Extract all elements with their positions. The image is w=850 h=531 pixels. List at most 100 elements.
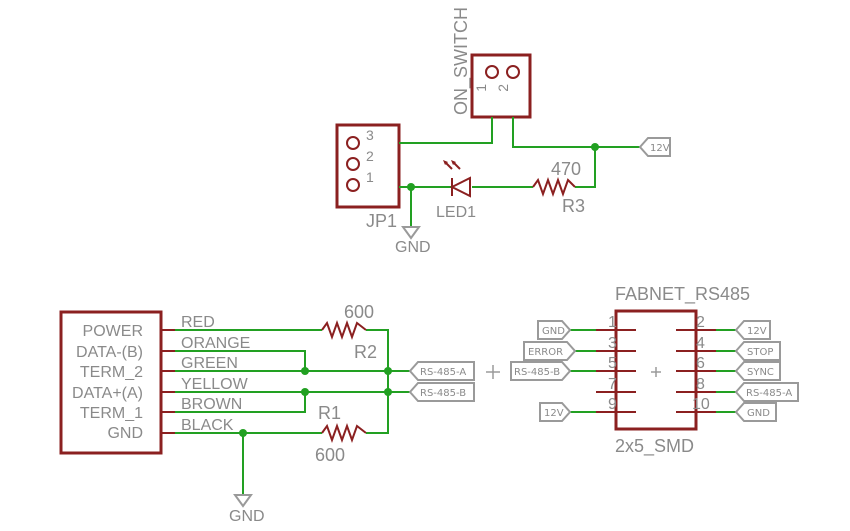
junction-rs485b — [384, 388, 392, 396]
header-pin-6: 6 — [696, 355, 705, 372]
junction-term1 — [301, 388, 309, 396]
terminal-block: POWER DATA-(B) TERM_2 DATA+(A) TERM_1 GN… — [59, 310, 175, 455]
on-switch-body — [470, 53, 532, 119]
r3-name: R3 — [562, 196, 585, 216]
flag-header-12v-right: 12V — [734, 320, 771, 340]
flag-header-gnd-left: GND — [537, 320, 572, 340]
header-pin-8: 8 — [696, 376, 705, 393]
terminal-pin-gnd: GND — [107, 425, 143, 442]
gnd-top-label: GND — [395, 239, 431, 256]
wire-brown — [175, 392, 306, 413]
jp1-pin-label-3: 3 — [366, 127, 374, 143]
header-pin-9: 9 — [608, 396, 617, 413]
jp1-pin-2 — [346, 157, 360, 171]
r2-value: 600 — [344, 302, 374, 322]
header-pin-5: 5 — [608, 355, 617, 372]
header-pin-10: 10 — [692, 396, 710, 413]
fabnet-header: FABNET_RS485 2x5_SMD 1 3 5 7 9 2 4 6 8 1… — [596, 284, 750, 457]
wire-label-orange: ORANGE — [181, 335, 250, 352]
r1: R1 600 — [315, 403, 367, 465]
flag-header-12v-left-label: 12V — [544, 408, 564, 419]
flag-header-rs485b-label: RS-485-B — [514, 367, 560, 378]
top-wires — [399, 117, 640, 227]
wire-jp1-pin3-to-switch — [399, 117, 493, 144]
jp1-name: JP1 — [366, 211, 397, 231]
wire-label-red: RED — [181, 314, 215, 331]
jp1-pin-1 — [346, 178, 360, 192]
junction-gnd-top — [407, 183, 415, 191]
junction-term2 — [301, 367, 309, 375]
header-pin-1: 1 — [608, 314, 617, 331]
flag-header-gnd-left-label: GND — [542, 326, 565, 337]
origin-cross — [486, 365, 500, 379]
flag-header-error: ERROR — [523, 341, 577, 361]
wire-label-black: BLACK — [181, 417, 234, 434]
header-pin-3: 3 — [608, 335, 617, 352]
jp1-body — [335, 123, 401, 209]
flag-rs485a-mid-label: RS-485-A — [420, 367, 466, 378]
r2: 600 R2 — [321, 302, 377, 362]
flag-header-rs485a: RS-485-A — [734, 382, 799, 402]
flag-header-rs485a-label: RS-485-A — [746, 388, 792, 399]
led1: LED1 — [436, 160, 476, 221]
jp1-pin-label-2: 2 — [366, 148, 374, 164]
header-wires — [570, 329, 736, 413]
gnd-symbol-top: GND — [395, 226, 431, 256]
wire-label-green: GREEN — [181, 355, 238, 372]
flag-header-sync: SYNC — [734, 361, 781, 381]
header-value: 2x5_SMD — [615, 436, 694, 457]
on-switch-pin-label-1: 1 — [473, 84, 489, 92]
junction-gnd-bottom — [239, 429, 247, 437]
flag-12v-top-label: 12V — [650, 143, 670, 154]
jp1-pin-label-1: 1 — [366, 169, 374, 185]
flag-12v-top: 12V — [638, 137, 671, 157]
wire-label-yellow: YELLOW — [181, 376, 249, 393]
r3: 470 R3 — [532, 159, 585, 216]
terminal-pin-data-a: DATA+(A) — [72, 385, 143, 402]
flag-rs485b-mid-label: RS-485-B — [420, 388, 466, 399]
r1-name: R1 — [318, 403, 341, 423]
terminal-pin-data-b: DATA-(B) — [76, 344, 143, 361]
flag-header-error-label: ERROR — [528, 347, 563, 358]
junction-12v — [591, 143, 599, 151]
on-switch-pin-label-2: 2 — [495, 84, 511, 92]
flag-header-sync-label: SYNC — [747, 367, 774, 378]
wire-orange — [175, 350, 306, 371]
terminal-body — [59, 310, 163, 455]
header-pin-4: 4 — [696, 335, 705, 352]
flag-rs485b-mid: RS-485-B — [408, 382, 475, 402]
on-switch-pin-1 — [485, 65, 499, 79]
r2-name: R2 — [354, 342, 377, 362]
on-switch-pin-2 — [506, 65, 520, 79]
flag-header-rs485b: RS-485-B — [510, 361, 572, 381]
terminal-pin-power: POWER — [83, 323, 143, 340]
flag-header-stop: STOP — [734, 341, 781, 361]
flag-header-gnd-right: GND — [734, 402, 777, 422]
terminal-wires — [175, 329, 410, 495]
wire-label-brown: BROWN — [181, 396, 242, 413]
header-pin-2: 2 — [696, 314, 705, 331]
on-switch: 1 2 ON_SWITCH — [451, 7, 532, 119]
flag-header-stop-label: STOP — [747, 347, 773, 358]
flag-rs485a-mid: RS-485-A — [408, 361, 475, 381]
terminal-pin-term1: TERM_1 — [80, 405, 143, 422]
header-name: FABNET_RS485 — [615, 284, 750, 305]
gnd-bottom-label: GND — [229, 508, 265, 525]
header-pin-7: 7 — [608, 376, 617, 393]
jp1: 3 2 1 JP1 — [335, 123, 401, 231]
flag-header-gnd-right-label: GND — [747, 408, 770, 419]
wire-12v-to-r3 — [575, 147, 596, 188]
on-switch-name: ON_SWITCH — [451, 7, 472, 115]
junction-rs485a — [384, 367, 392, 375]
gnd-symbol-bottom: GND — [229, 494, 265, 525]
flag-header-12v-right-label: 12V — [747, 326, 767, 337]
wire-r2-r1-link — [366, 329, 389, 434]
led1-name: LED1 — [436, 204, 476, 221]
flag-header-12v-left: 12V — [539, 402, 572, 422]
terminal-pin-term2: TERM_2 — [80, 364, 143, 381]
terminal-wire-labels: RED ORANGE GREEN YELLOW BROWN BLACK — [181, 314, 250, 434]
r1-value: 600 — [315, 445, 345, 465]
jp1-pin-3 — [346, 136, 360, 150]
r3-value: 470 — [551, 159, 581, 179]
